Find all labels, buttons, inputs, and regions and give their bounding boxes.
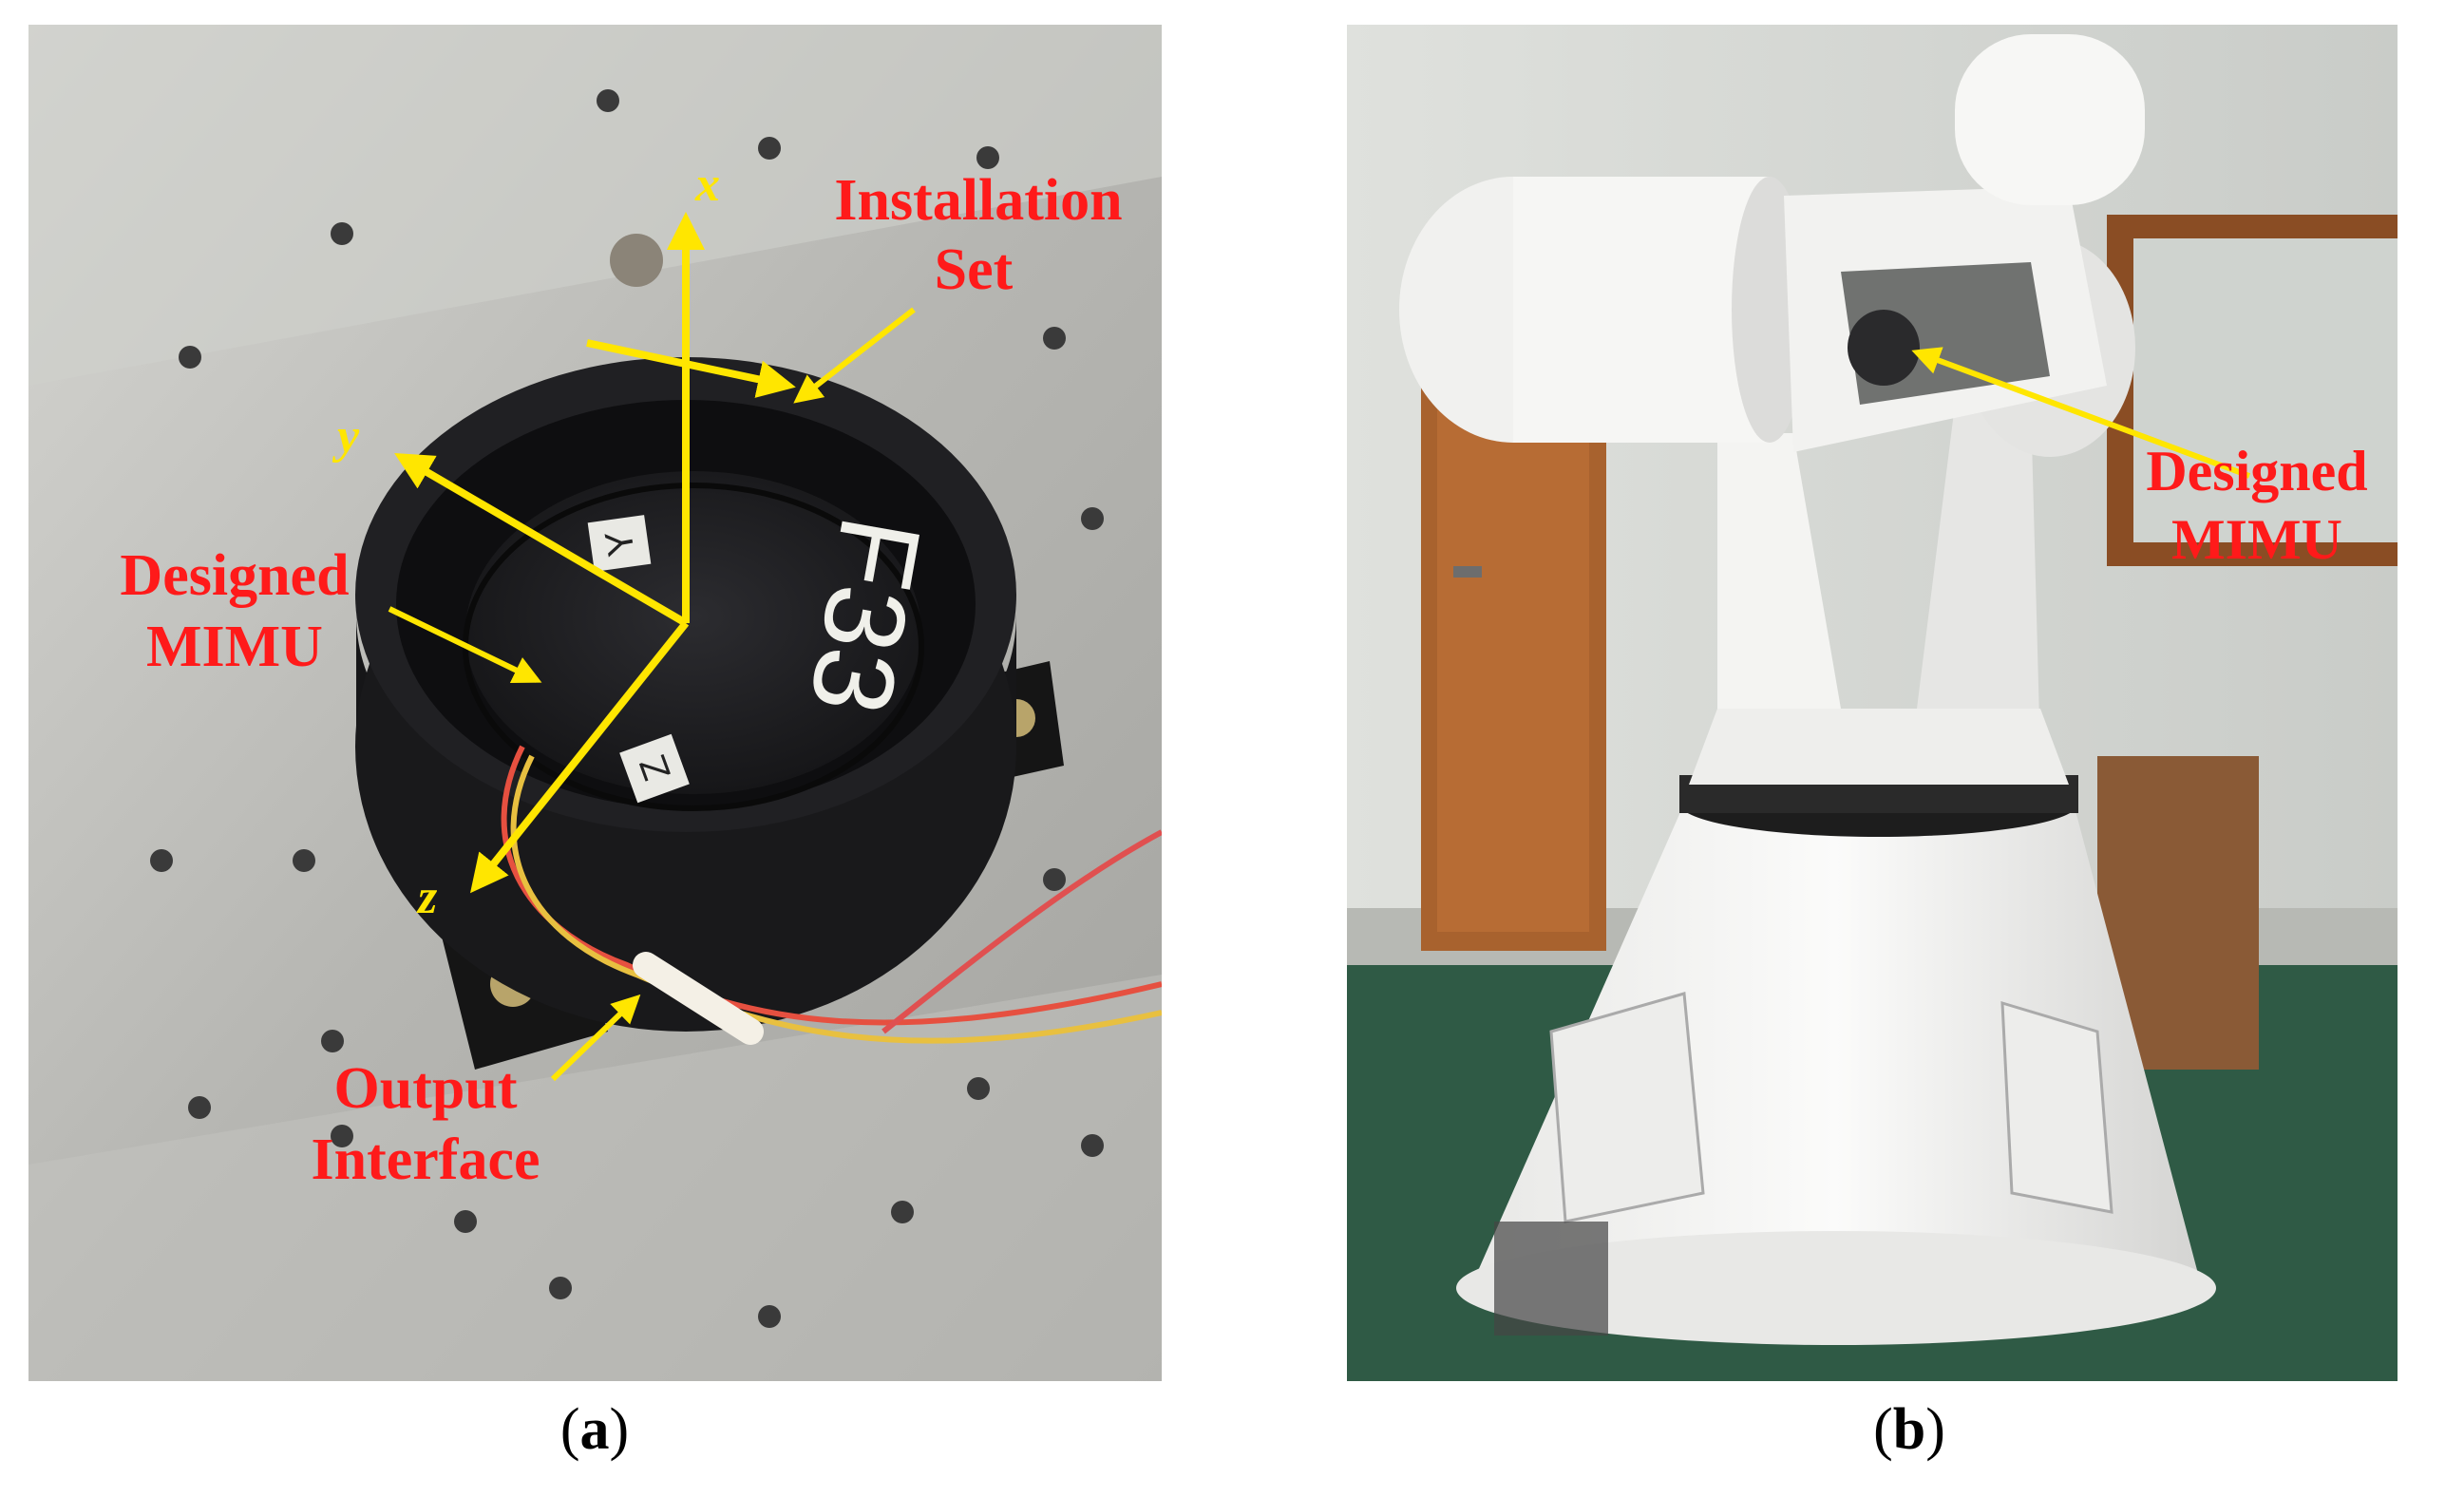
label-mimu-line1: Designed (120, 543, 349, 608)
label-output-line1: Output (334, 1056, 518, 1121)
label-b-mimu-line1: Designed (2146, 440, 2367, 502)
label-installation-line2: Set (935, 237, 1014, 302)
z-axis-arrow (470, 620, 690, 894)
y-axis-arrow (394, 452, 689, 627)
installation-set-pointer (586, 339, 796, 398)
axis-label-z: z (416, 870, 438, 924)
coordinate-axes (394, 212, 796, 894)
photo-mimu-installation: Y Z F33 x y z (28, 25, 1162, 1381)
label-mimu-line2: MIMU (146, 615, 323, 679)
panel-a-photo: Y Z F33 x y z (28, 25, 1162, 1381)
mimu-top-disc (465, 471, 921, 794)
caption-b: (b) (1873, 1397, 1945, 1462)
sticker-z: Z (619, 733, 690, 804)
annotation-arrows (388, 307, 916, 1082)
photo-turntable: Designed MIMU (1347, 25, 2398, 1381)
label-installation-line1: Installation (834, 168, 1122, 233)
sticker-y: Y (587, 515, 652, 572)
plate-holes (150, 89, 1104, 1328)
label-output-line2: Interface (312, 1127, 540, 1192)
axis-label-x: x (694, 158, 720, 212)
yoke-right-arm (1917, 405, 2040, 756)
panel-b-photo: Designed MIMU (1347, 25, 2398, 1381)
mimu-unit (1848, 310, 1920, 386)
top-motor-housing (1955, 34, 2145, 205)
label-b-mimu-line2: MIMU (2171, 508, 2342, 571)
caption-a: (a) (559, 1397, 630, 1462)
yoke-left-arm (1717, 433, 1841, 766)
mimu-pointer-arrow (1911, 347, 2251, 479)
